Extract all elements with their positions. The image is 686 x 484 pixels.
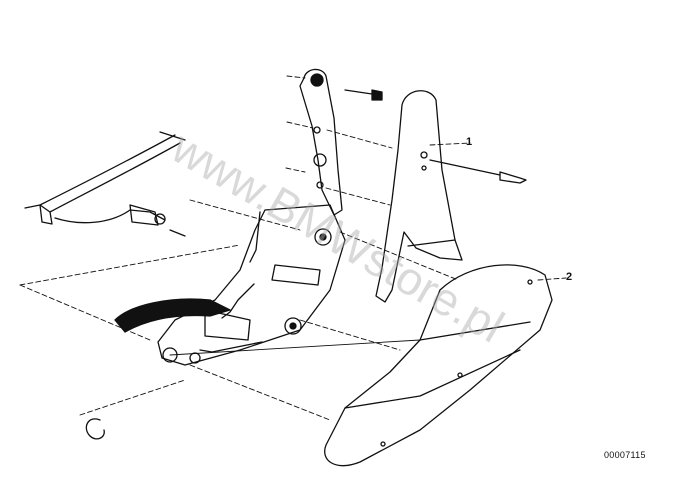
seat-side-cover-part-2 [324, 264, 553, 467]
callout-2: 2 [566, 271, 573, 283]
cable-assembly [24, 131, 186, 237]
callout-1: 1 [466, 136, 473, 148]
screw-right [429, 159, 527, 184]
part-number-label: 00007115 [604, 450, 646, 460]
release-lever [114, 298, 251, 341]
spring-upper [221, 283, 255, 319]
spring-lower [199, 341, 263, 353]
recliner-plate [157, 204, 346, 366]
hinge-arm-part-1 [375, 90, 463, 303]
bolt-upper [344, 89, 383, 101]
upper-mounting-bracket [299, 68, 343, 216]
circlip [85, 418, 105, 440]
